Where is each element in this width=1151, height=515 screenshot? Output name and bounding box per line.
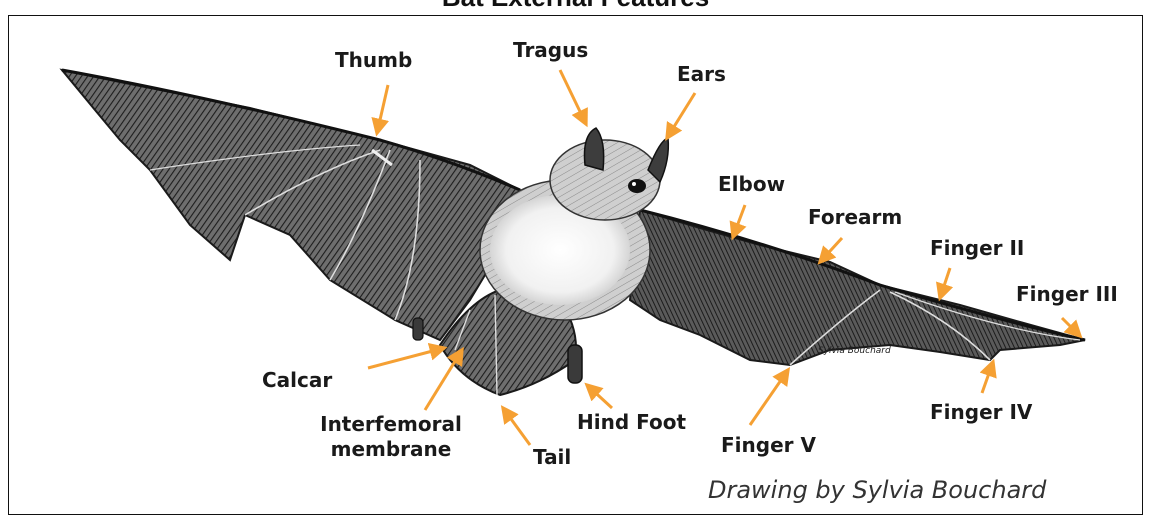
hind-foot-shape <box>568 345 582 383</box>
arrow-thumb <box>377 85 388 133</box>
label-interfemoral-line1: Interfemoral <box>312 412 470 437</box>
arrow-elbow <box>733 205 745 237</box>
arrow-finger-iii <box>1062 318 1080 336</box>
arrow-calcar <box>368 348 444 368</box>
label-tail: Tail <box>533 445 571 470</box>
arrow-tragus <box>560 70 586 124</box>
arrow-finger-iv <box>982 362 993 393</box>
drawing-credit: Drawing by Sylvia Bouchard <box>708 476 1046 504</box>
label-finger-ii: Finger II <box>930 236 1024 261</box>
arrow-interfemoral <box>425 350 462 410</box>
label-elbow: Elbow <box>718 172 785 197</box>
left-wing <box>62 70 520 340</box>
label-finger-iv: Finger IV <box>930 400 1032 425</box>
tragus-ear-shape <box>584 128 603 170</box>
artist-signature: Sylvia Bouchard <box>818 346 891 356</box>
label-tragus: Tragus <box>513 38 588 63</box>
label-hind-foot: Hind Foot <box>577 410 686 435</box>
label-finger-v: Finger V <box>721 433 816 458</box>
label-interfemoral-line2: membrane <box>312 437 470 462</box>
arrow-finger-ii <box>940 268 950 298</box>
arrow-ears <box>667 93 695 138</box>
label-calcar: Calcar <box>262 368 332 393</box>
label-interfemoral-membrane: Interfemoral membrane <box>312 412 470 462</box>
label-thumb: Thumb <box>335 48 412 73</box>
arrow-finger-v <box>750 370 788 425</box>
label-finger-iii: Finger III <box>1016 282 1118 307</box>
label-ears: Ears <box>677 62 726 87</box>
arrow-tail <box>503 408 530 445</box>
arrow-hind-foot <box>587 385 612 408</box>
label-forearm: Forearm <box>808 205 902 230</box>
arrow-forearm <box>820 238 842 262</box>
